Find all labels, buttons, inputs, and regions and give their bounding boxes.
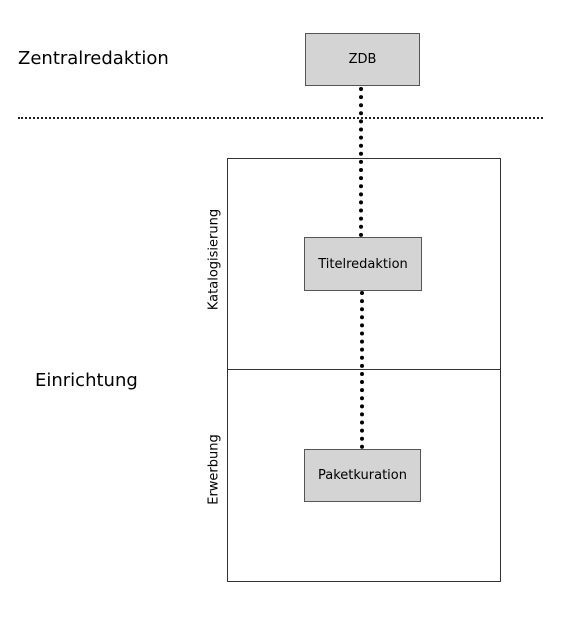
- node-paketkuration: Paketkuration: [304, 449, 421, 502]
- level-label-einrichtung: Einrichtung: [35, 370, 138, 391]
- section-erwerbung: [227, 369, 501, 582]
- level-divider: [18, 117, 543, 119]
- connector-titelredaktion-paketkuration: [360, 291, 364, 449]
- level-label-zentralredaktion: Zentralredaktion: [18, 48, 169, 69]
- node-titelredaktion-label: Titelredaktion: [318, 256, 408, 272]
- section-label-erwerbung: Erwerbung: [206, 434, 222, 505]
- node-paketkuration-label: Paketkuration: [318, 468, 407, 483]
- section-label-katalogisierung: Katalogisierung: [206, 208, 222, 311]
- node-zdb: ZDB: [305, 33, 420, 86]
- connector-zdb-titelredaktion: [359, 87, 363, 237]
- node-zdb-label: ZDB: [348, 52, 377, 67]
- node-titelredaktion: Titelredaktion: [304, 237, 422, 291]
